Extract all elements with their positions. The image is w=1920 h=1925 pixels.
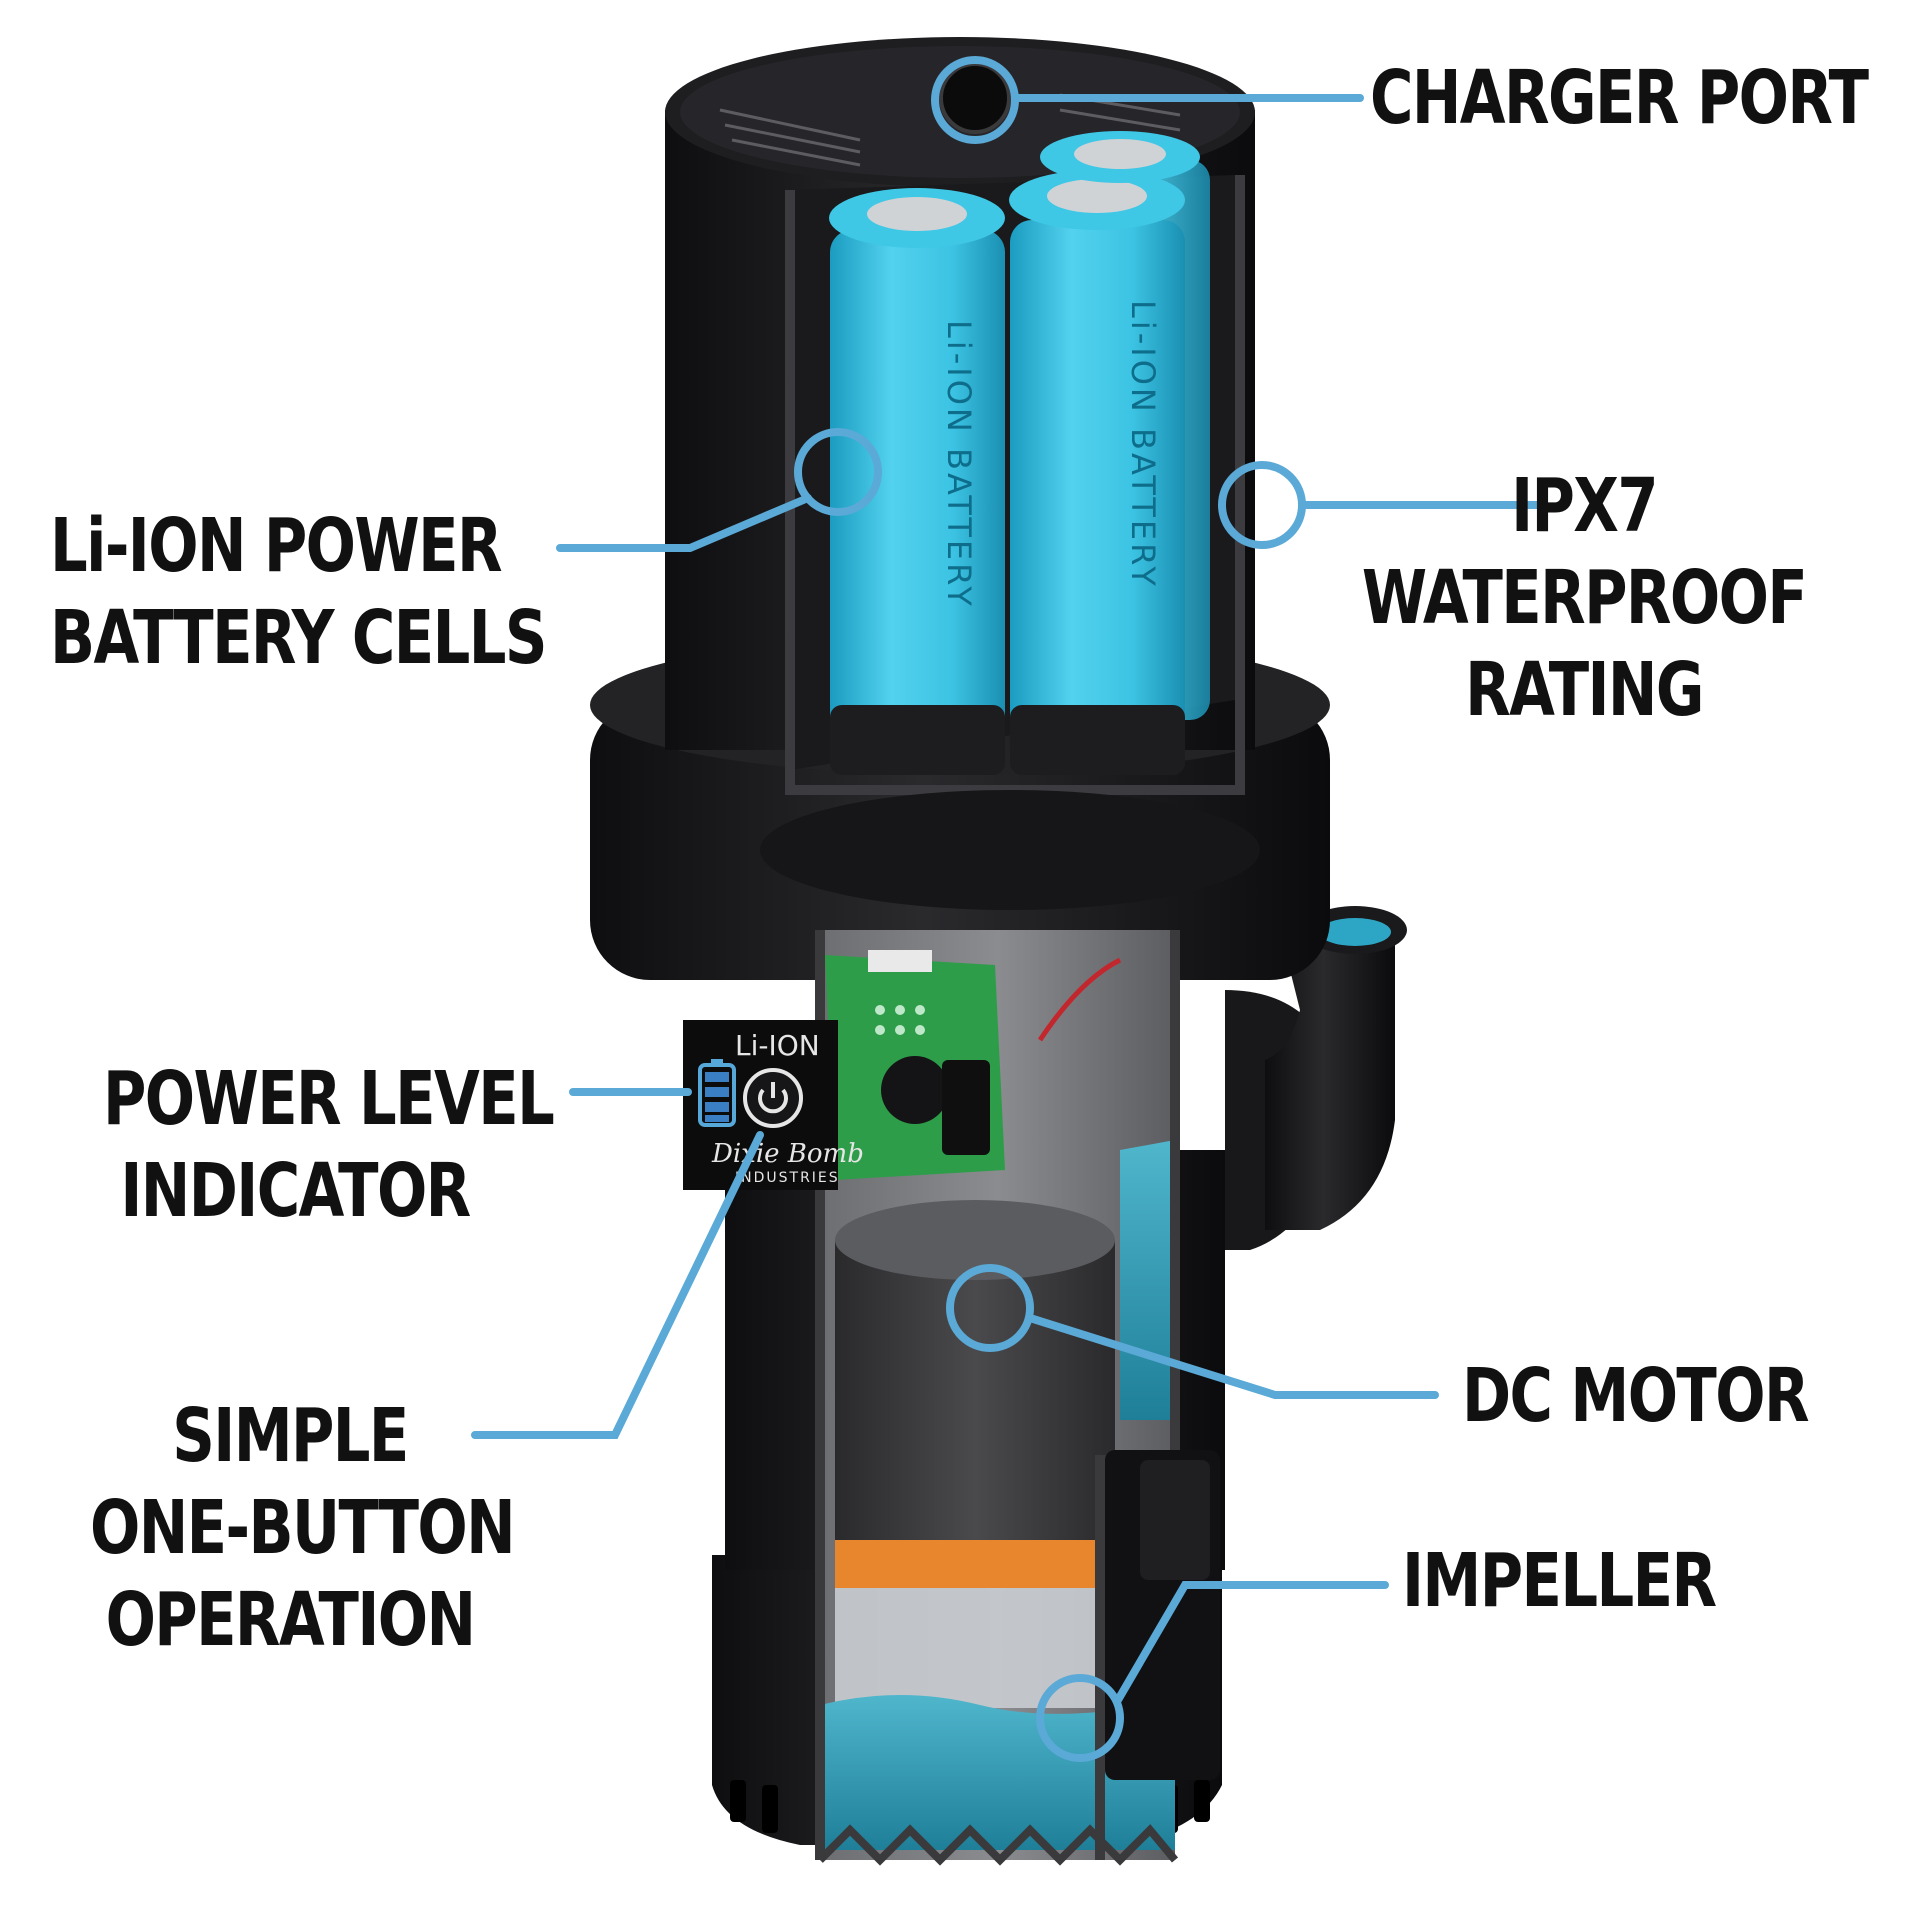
label-impeller-text: IMPELLER bbox=[1402, 1538, 1717, 1624]
callouts bbox=[471, 56, 1549, 1762]
label-power-line1: POWER LEVEL bbox=[103, 1056, 555, 1142]
callout-line-motor bbox=[1026, 1314, 1439, 1399]
battery-cell-1-print: Li-ION BATTERY bbox=[940, 320, 978, 609]
callout-marker-impeller bbox=[1036, 1674, 1124, 1762]
label-li-ion-line1: Li-ION POWER bbox=[50, 503, 503, 589]
water-right bbox=[1120, 1140, 1175, 1420]
label-simple-line2: ONE-BUTTON bbox=[90, 1485, 516, 1571]
housing-print: Li-ION bbox=[735, 1029, 820, 1062]
label-charger-port: CHARGER PORT bbox=[1370, 52, 1869, 144]
discharge-pipe bbox=[1225, 906, 1407, 1250]
label-ipx7-line3: RATING bbox=[1465, 647, 1704, 733]
battery-cell-2: Li-ION BATTERY bbox=[1009, 170, 1185, 775]
dc-motor bbox=[835, 1240, 1115, 1540]
label-dc-motor: DC MOTOR bbox=[1462, 1350, 1810, 1442]
label-ipx7-line1: IPX7 bbox=[1511, 463, 1658, 549]
impeller-chamber bbox=[835, 1588, 1115, 1708]
battery-level-icon bbox=[698, 1059, 736, 1127]
label-li-ion-line2: BATTERY CELLS bbox=[50, 595, 547, 681]
callout-marker-motor bbox=[946, 1264, 1034, 1352]
label-ipx7-rating: IPX7 WATERPROOF RATING bbox=[1360, 460, 1808, 736]
label-simple-line1: SIMPLE bbox=[172, 1393, 409, 1479]
label-charger-port-text: CHARGER PORT bbox=[1370, 55, 1869, 141]
label-ipx7-line2: WATERPROOF bbox=[1361, 555, 1808, 641]
battery-cell-1: Li-ION BATTERY bbox=[829, 188, 1005, 775]
water-base bbox=[820, 1695, 1175, 1850]
label-one-button: SIMPLE ONE-BUTTON OPERATION bbox=[90, 1390, 516, 1666]
label-simple-line3: OPERATION bbox=[105, 1577, 476, 1663]
charger-port bbox=[939, 62, 1011, 134]
callout-line-liion bbox=[556, 494, 812, 552]
brand-sub: INDUSTRIES bbox=[735, 1170, 840, 1186]
label-impeller: IMPELLER bbox=[1402, 1535, 1717, 1627]
pcb-board bbox=[825, 950, 1005, 1180]
brand-script: Dixie Bomb bbox=[711, 1139, 864, 1169]
battery-cell-2-print: Li-ION BATTERY bbox=[1124, 300, 1162, 589]
control-panel: Li-ION Dixie Bomb INDUSTRIES bbox=[683, 1020, 864, 1190]
motor-band bbox=[835, 1540, 1115, 1588]
battery-cutaway: Li-ION BATTERY Li-ION BATTERY bbox=[760, 131, 1260, 910]
callout-line-simple bbox=[471, 1131, 764, 1439]
lower-cutaway bbox=[815, 930, 1180, 1866]
label-li-ion-cells: Li-ION POWER BATTERY CELLS bbox=[50, 500, 547, 684]
power-button-icon bbox=[743, 1068, 803, 1128]
callout-line-impeller bbox=[1114, 1581, 1389, 1704]
label-power-line2: INDICATOR bbox=[120, 1148, 471, 1234]
label-dc-motor-text: DC MOTOR bbox=[1462, 1353, 1810, 1439]
label-power-level: POWER LEVEL INDICATOR bbox=[103, 1053, 555, 1237]
callout-marker-liion bbox=[794, 428, 882, 516]
